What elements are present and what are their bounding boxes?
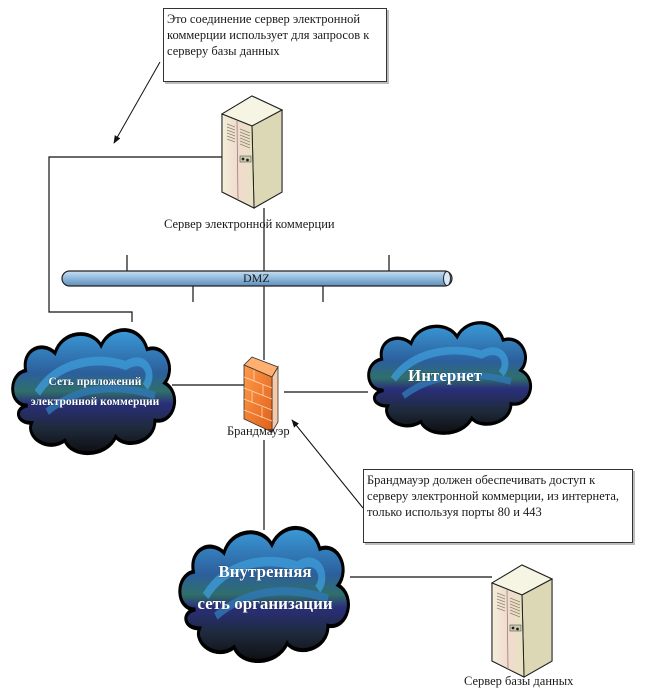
db-server-icon xyxy=(491,564,553,678)
app-network-label-line1: Сеть приложений xyxy=(48,376,142,388)
callout-arrow-firewall-rule xyxy=(291,419,364,509)
db-server-label: Сервер базы данных xyxy=(464,674,574,688)
app-network-label-line2: электронной коммерции xyxy=(30,396,160,408)
app-network-to-ecommerce-server-link xyxy=(48,156,222,322)
internal-network-label-line1: Внутренняя xyxy=(218,562,312,581)
firewall-rule-callout: Брандмауэр должен обеспечивать доступ к … xyxy=(363,469,633,543)
callout-arrow-db-connection xyxy=(113,61,161,144)
internal-network-label-line2: сеть организации xyxy=(197,594,333,613)
internet-label: Интернет xyxy=(407,366,483,385)
connection-lines xyxy=(48,156,492,578)
firewall-label: Брандмауэр xyxy=(227,424,290,438)
ecommerce-server-icon xyxy=(221,95,283,209)
app-network-label: Сеть приложений электронной коммерции xyxy=(20,372,170,412)
ecommerce-server-label: Сервер электронной коммерции xyxy=(164,217,335,231)
internal-network-label: Внутренняя сеть организации xyxy=(170,556,360,620)
dmz-bus xyxy=(61,270,453,287)
firewall-icon xyxy=(243,356,279,434)
dmz-label: DMZ xyxy=(243,271,270,285)
db-connection-callout: Это соединение сервер электронной коммер… xyxy=(163,8,387,82)
